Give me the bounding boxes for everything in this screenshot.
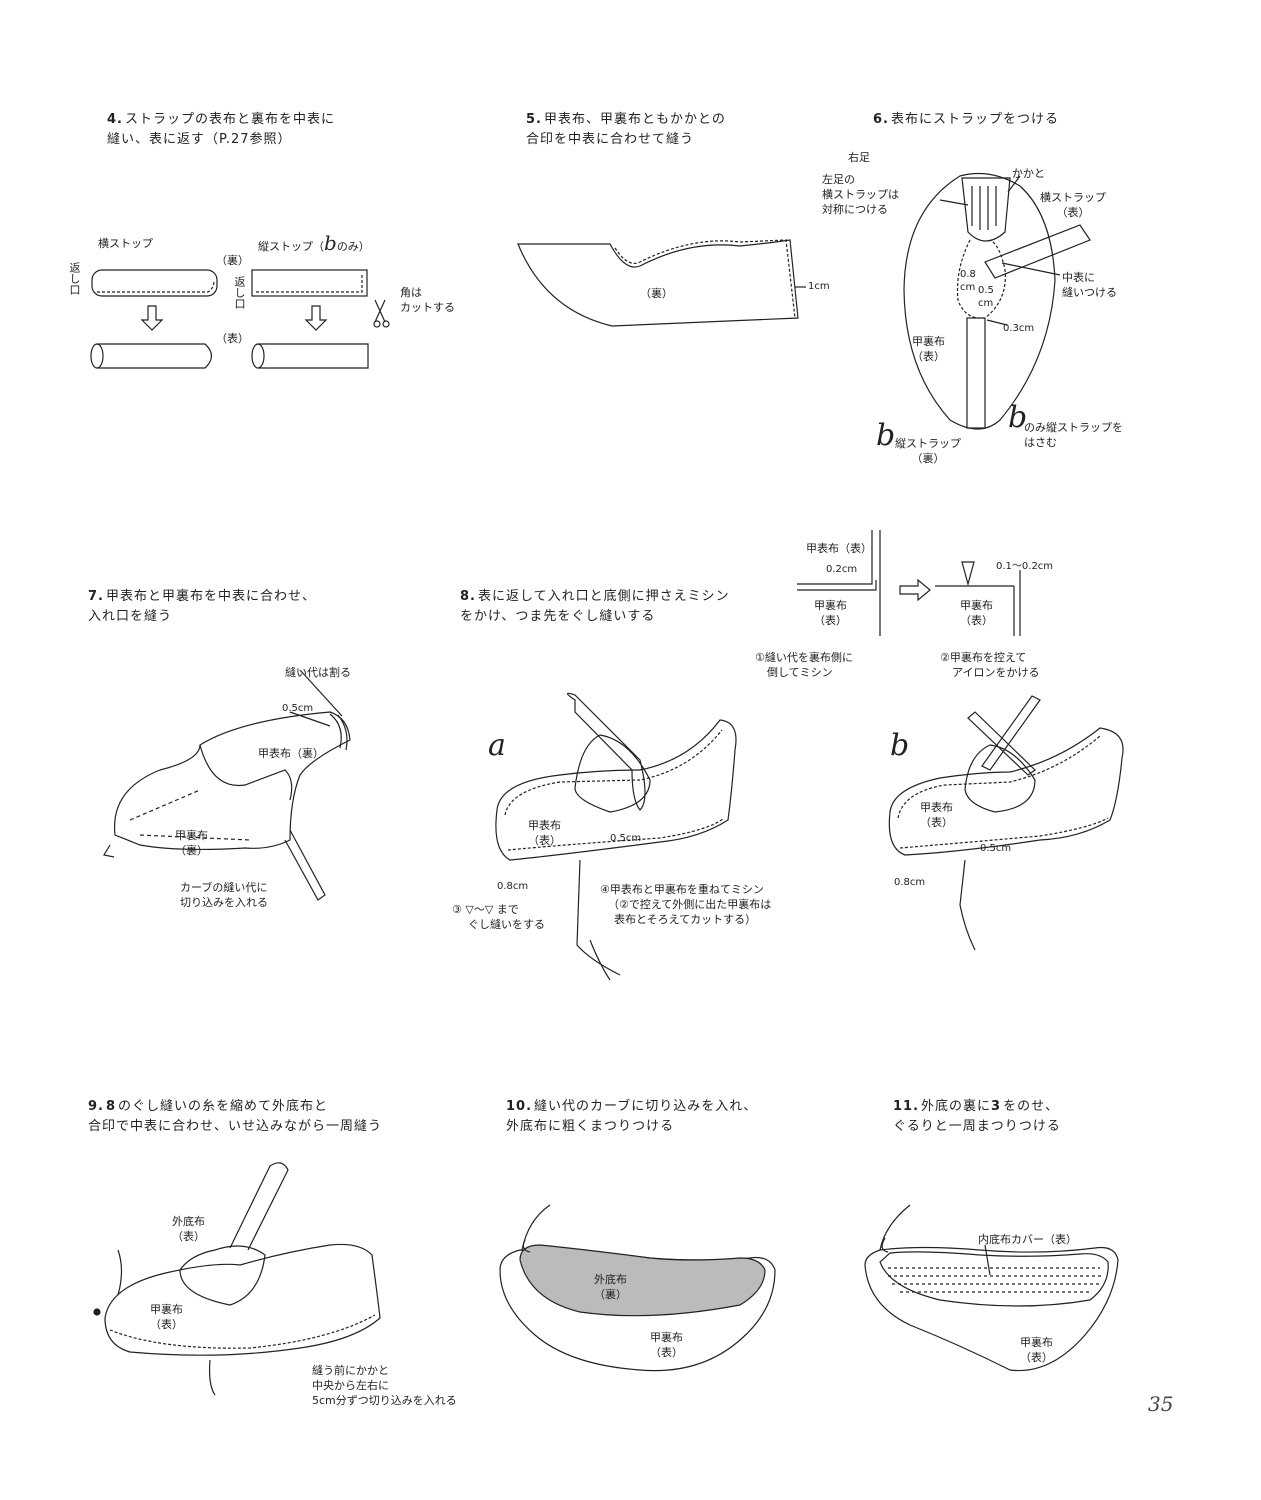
step6-yoko-strap: 横ストラップ（表） [1040,191,1106,219]
step8-inset-koomote: 甲表布（表） [806,542,872,555]
step8-b-05: 0.5cm [980,843,1012,854]
step7-nuishiro: 縫い代は割る [285,666,351,679]
step8-b-letter: b [890,728,910,763]
step4-omote-label: （表） [216,332,249,345]
step8-note3: ③ ▽～▽ までぐし縫いをする [452,903,545,931]
step4-ura-label: （裏） [216,254,249,267]
step9-kouura: 甲裏布（表） [150,1303,183,1331]
step6-b-only-note: のみ縦ストラップをはさむ [1024,421,1123,449]
step7-koomote-ura: 甲表布（裏） [258,747,324,760]
step11-uchizoko: 内底布カバー（表） [978,1233,1077,1246]
step4-tate-strap-label: 縦ストップ（bのみ） [258,231,370,255]
step6-kouura: 甲裏布（表） [912,335,945,363]
step8-shoe-a-label: 甲表布（表） [528,819,561,847]
step4-yoko-strap-label: 横ストップ [98,237,153,250]
step8-shoe-b-label: 甲表布（表） [920,801,953,829]
step10-kouura: 甲裏布（表） [650,1331,683,1359]
step8-inset-kouura: 甲裏布（表） [814,599,847,627]
step4-kaeshiguchi-left: 返し口 [68,262,81,295]
step5-1cm-label: 1cm [808,281,830,292]
step6-kakato: かかと [1012,167,1045,180]
step6-title: 6.表布にストラップをつける [873,112,1059,127]
step8-a-letter: a [488,728,506,763]
step9-sotozoko: 外底布（表） [172,1215,205,1243]
step8-a-08: 0.8cm [497,881,529,892]
step6-hidari-note: 左足の横ストラップは対称につける [822,173,899,216]
step5-title: 5.甲表布、甲裏布ともかかとの 合印を中表に合わせて縫う [526,112,726,147]
step6-migiashi: 右足 [848,151,870,164]
step4-title: 4.ストラップの表布と裏布を中表に 縫い、表に返す（P.27参照） [107,112,335,147]
step10-title: 10.縫い代のカーブに切り込みを入れ、 外底布に粗くまつりつける [506,1099,758,1134]
step6-tate-strap: 縦ストラップ（裏） [895,437,961,465]
page-number: 35 [1148,1392,1174,1416]
step8-note4: ④甲表布と甲裏布を重ねてミシン（②で控えて外側に出た甲裏布は表布とそろえてカット… [600,883,772,926]
step10-sotozoko: 外底布（裏） [594,1273,627,1301]
step6-v03: 0.3cm [1003,323,1035,334]
step11-kouura: 甲裏布（表） [1020,1336,1053,1364]
step8-note1: ①縫い代を裏布側に倒してミシン [755,651,853,679]
step6-b-right: b [1008,400,1028,435]
step8-inset-right-v: 0.1～0.2cm [996,561,1054,572]
step7-v05: 0.5cm [282,703,314,714]
step8-a-05: 0.5cm [610,833,642,844]
step8-note2: ②甲裏布を控えてアイロンをかける [940,651,1040,679]
step5-ura-label: （裏） [640,287,673,300]
step4-kado-label: 角はカットする [400,286,455,314]
step7-kouura: 甲裏布（裏） [175,829,208,857]
step7-curve-note: カーブの縫い代に切り込みを入れる [180,881,268,909]
step8-inset-right-kouura: 甲裏布（表） [960,599,993,627]
step8-inset-02: 0.2cm [826,564,858,575]
step8-b-08: 0.8cm [894,877,926,888]
step8-title: 8.表に返して入れ口と底側に押さえミシン をかけ、つま先をぐし縫いする [460,589,730,624]
step6-b-left: b [876,418,896,453]
step4-kaeshiguchi-right: 返し口 [233,276,246,309]
step7-title: 7.甲表布と甲裏布を中表に合わせ、 入れ口を縫う [88,589,316,624]
step6-nakaomote: 中表に縫いつける [1062,271,1117,299]
